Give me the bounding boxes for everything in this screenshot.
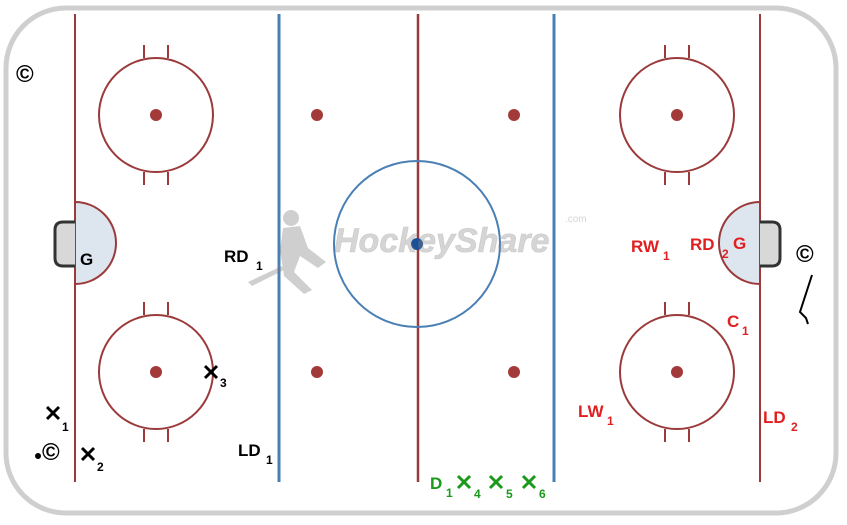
svg-text:RD: RD [224,247,249,266]
player-ld2-red: LD 2 [763,408,798,434]
watermark-text: HockeyShare [334,222,549,260]
svg-text:2: 2 [97,460,104,474]
player-x5-green: 5 [488,474,513,501]
svg-text:LD: LD [763,408,786,427]
svg-text:1: 1 [266,453,273,467]
player-c1-red: C 1 [727,312,749,338]
skater-silhouette-icon [248,210,326,294]
player-x3-black: 3 [203,364,227,390]
svg-text:LW: LW [578,402,604,421]
player-rw1-red: RW 1 [631,237,670,263]
neutral-dot-right-bottom [508,366,520,378]
svg-text:1: 1 [256,259,263,273]
hockey-stick-icon [798,274,813,325]
faceoff-circle-left-top [98,45,214,185]
center-circle [333,160,501,328]
svg-text:5: 5 [506,487,513,501]
goal-net-left [53,220,75,268]
goal-net-right [760,220,782,268]
svg-text:4: 4 [474,487,481,501]
svg-text:1: 1 [62,420,69,434]
svg-text:LD: LD [238,441,261,460]
svg-text:RD: RD [690,235,715,254]
goal-crease-right [718,200,761,286]
player-d1-green: D 1 [430,474,453,500]
center-faceoff-dot [411,238,423,250]
player-ld1-black: LD 1 [238,441,273,467]
puck-icon [35,453,41,459]
x-marker-icon [203,364,219,380]
x-marker-icon [45,405,61,421]
neutral-dot-left-top [311,109,323,121]
x-marker-icon [488,474,504,490]
svg-text:3: 3 [220,376,227,390]
player-x1-black: 1 [45,405,69,434]
player-rd1-black: RD 1 [224,247,263,273]
coach-symbol-top-left: © [16,61,34,88]
svg-text:2: 2 [722,247,729,261]
player-x4-green: 4 [456,474,481,501]
goalie-right-label: G [733,234,746,253]
neutral-dot-left-bottom [311,366,323,378]
player-lw1-red: LW 1 [578,402,614,428]
svg-text:6: 6 [539,487,546,501]
x-marker-icon [456,474,472,490]
svg-text:1: 1 [742,324,749,338]
svg-text:RW: RW [631,237,660,256]
x-marker-icon [80,446,96,462]
svg-text:C: C [727,312,739,331]
svg-text:©: © [42,439,60,466]
player-x2-black: 2 [80,446,104,474]
goal-crease-left [74,200,117,286]
svg-text:1: 1 [446,486,453,500]
player-rd2-red: RD 2 [690,235,729,261]
player-x6-green: 6 [521,474,546,501]
neutral-dot-right-top [508,109,520,121]
coach-with-puck-bottom-left: © [35,439,60,466]
faceoff-circle-right-bottom [619,302,735,442]
svg-text:1: 1 [663,249,670,263]
watermark-suffix: .com [565,214,587,225]
rink-boards [3,5,839,516]
svg-text:1: 1 [607,414,614,428]
goalie-left-label: G [80,250,93,269]
watermark-logo: HockeyShare .com [248,210,587,294]
svg-text:2: 2 [791,420,798,434]
svg-text:©: © [796,241,814,268]
faceoff-circle-right-top [619,45,735,185]
coach-with-stick-right: © [796,241,814,325]
svg-text:D: D [430,474,442,493]
x-marker-icon [521,474,537,490]
